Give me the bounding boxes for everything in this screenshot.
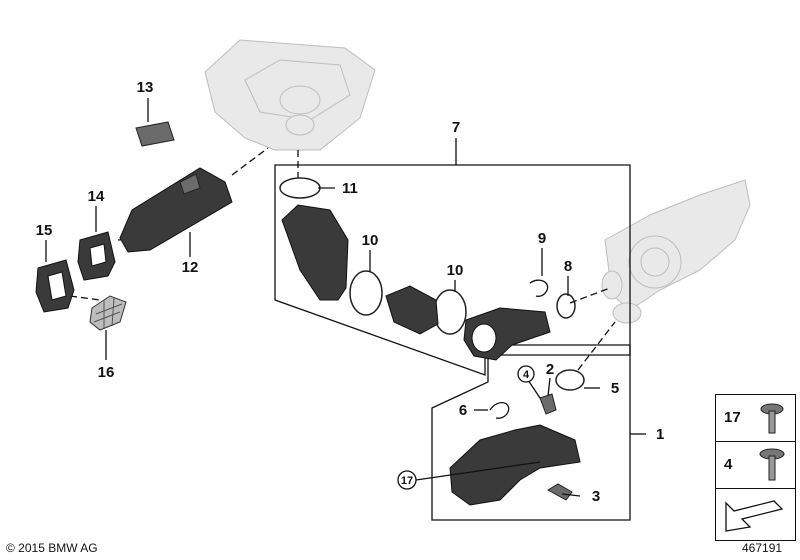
callout-11: 11	[342, 180, 358, 197]
legend-row-4: 4	[716, 442, 795, 489]
callout-1: 1	[656, 426, 664, 443]
callout-13: 13	[137, 79, 154, 96]
arrow-icon	[725, 500, 784, 532]
part-2-sensor	[539, 393, 557, 415]
turbocharger-ghost	[601, 179, 751, 324]
callout-3: 3	[592, 488, 600, 505]
flow-line-ring-5	[577, 321, 616, 371]
callout-6: 6	[459, 402, 467, 419]
screw-icon	[760, 403, 784, 434]
connector-sleeve	[385, 285, 439, 335]
callout-16: 16	[98, 364, 115, 381]
callout-8: 8	[564, 258, 572, 275]
drawing-number: 467191	[742, 541, 783, 555]
callout-5: 5	[611, 380, 619, 397]
air-filter-housing-ghost	[204, 39, 376, 151]
callout-4-circle	[517, 365, 535, 383]
flow-line-turbo	[569, 287, 611, 304]
part-9-clip	[529, 279, 549, 297]
callout-10a: 10	[362, 232, 379, 249]
legend-number-4: 4	[724, 456, 733, 473]
callout-4: 4	[523, 369, 530, 381]
callout-14: 14	[88, 188, 105, 205]
part-3-sensor	[547, 483, 573, 501]
legend-row-17: 17	[716, 395, 795, 442]
part-16-mesh-screen	[89, 295, 127, 331]
copyright-text: © 2015 BMW AG	[6, 541, 98, 555]
callout-9: 9	[538, 230, 546, 247]
fastener-legend: 17 4	[715, 394, 796, 541]
intake-elbow	[281, 204, 349, 301]
part-6-clip	[489, 402, 510, 419]
part-10-clamp-b	[433, 289, 467, 335]
callout-17: 17	[401, 475, 413, 487]
flow-line-grid	[69, 295, 101, 301]
part-12-intake-duct	[119, 167, 233, 253]
callout-7: 7	[452, 119, 460, 136]
part-5-o-ring	[555, 369, 585, 391]
part-10-clamp-a	[349, 270, 383, 316]
callout-12: 12	[182, 259, 199, 276]
part-13-filter-pad	[135, 121, 175, 147]
callout-2: 2	[546, 361, 554, 378]
part-11-ring	[279, 177, 321, 199]
legend-arrow-cell	[716, 489, 795, 540]
part-8-o-ring	[556, 293, 576, 319]
flow-line-housing	[231, 147, 269, 176]
legend-number-17: 17	[724, 409, 741, 426]
callout-10b: 10	[447, 262, 464, 279]
screw-icon	[759, 448, 785, 481]
callout-15: 15	[36, 222, 53, 239]
callout-17-circle	[397, 470, 417, 490]
group-1-frame	[431, 344, 631, 521]
